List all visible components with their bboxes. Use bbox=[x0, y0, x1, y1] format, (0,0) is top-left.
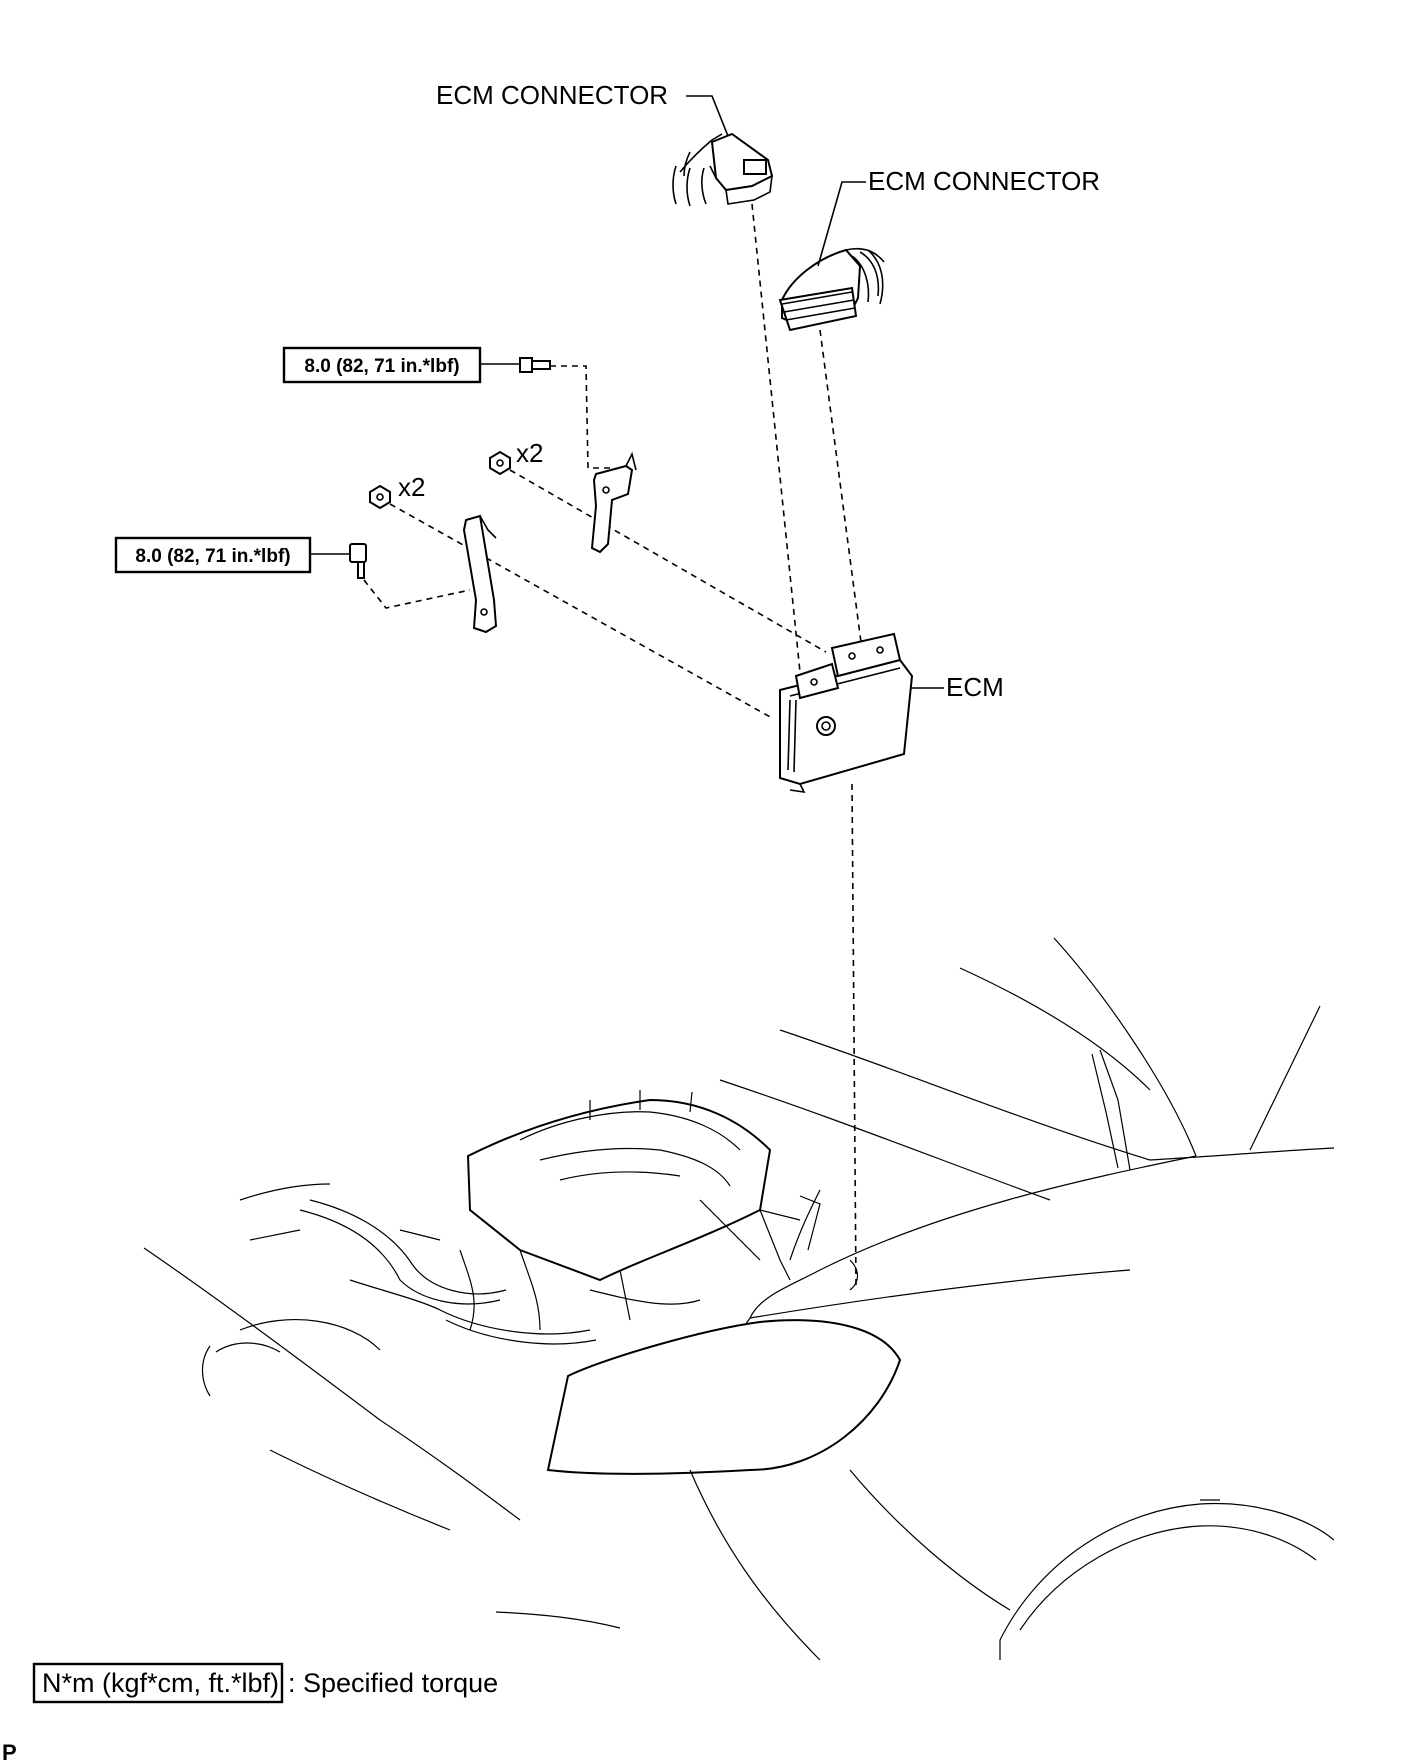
guide-bolt-upper-bracket bbox=[550, 365, 614, 469]
torque-box-upper bbox=[282, 346, 482, 384]
ecm-unit bbox=[779, 632, 914, 794]
leader-ecm-connector-2 bbox=[817, 181, 866, 267]
guide-ecm-vehicle bbox=[851, 783, 857, 1287]
torque-value-upper: 8.0 (82, 71 in.*lbf) bbox=[304, 356, 459, 377]
footer-mark: P bbox=[2, 1740, 17, 1763]
legend-unit-text: N*m (kgf*cm, ft.*lbf) bbox=[42, 1668, 279, 1698]
ecm-label: ECM bbox=[946, 672, 1004, 702]
torque-box-lower bbox=[114, 536, 312, 574]
ecm-connector-label-1: ECM CONNECTOR bbox=[436, 80, 668, 110]
nut-upper bbox=[489, 450, 511, 476]
guide-bolt-lower-bracket bbox=[363, 579, 471, 609]
legend-unit-box bbox=[32, 1662, 284, 1704]
guide-connector2-ecm bbox=[819, 329, 863, 651]
ecm-connector-label-2: ECM CONNECTOR bbox=[868, 166, 1100, 196]
bracket-lower bbox=[462, 514, 498, 634]
ecm-connector-upper bbox=[672, 132, 774, 207]
vehicle-engine-bay bbox=[143, 937, 1335, 1661]
torque-value-lower: 8.0 (82, 71 in.*lbf) bbox=[135, 546, 290, 567]
guide-nut-upper-ecm bbox=[509, 469, 827, 653]
guide-connector1-ecm bbox=[751, 203, 801, 673]
guide-nut-lower-ecm bbox=[389, 503, 773, 719]
bolt-lower bbox=[349, 543, 367, 579]
bracket-upper bbox=[590, 451, 637, 554]
ecm-connector-lower bbox=[778, 247, 885, 332]
nut-lower bbox=[369, 484, 391, 510]
quantity-upper: x2 bbox=[516, 438, 543, 468]
quantity-lower: x2 bbox=[398, 472, 425, 502]
bolt-upper bbox=[519, 357, 551, 373]
leader-ecm-connector-1 bbox=[686, 95, 729, 137]
legend-description: : Specified torque bbox=[288, 1668, 498, 1698]
